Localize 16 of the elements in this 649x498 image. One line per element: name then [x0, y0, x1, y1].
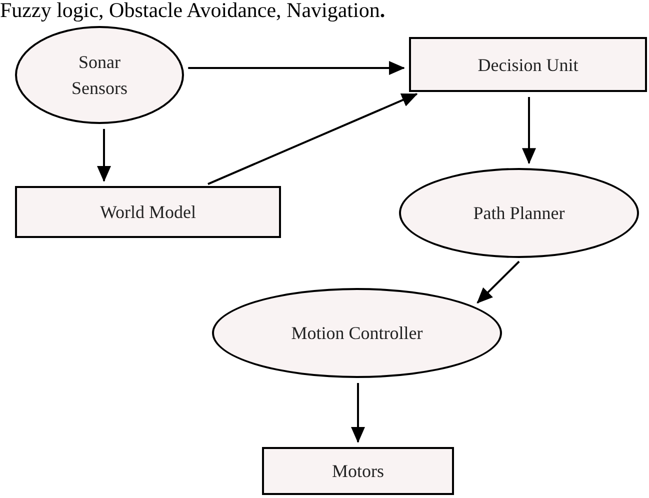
process-box: [15, 186, 281, 238]
arrow: [97, 128, 111, 182]
node-label: Path Planner: [473, 202, 565, 225]
process-box: [262, 447, 454, 495]
process-box: [409, 37, 647, 92]
node-label: World Model: [100, 201, 196, 224]
node-label: Decision Unit: [478, 54, 578, 76]
arrow: [188, 61, 405, 75]
node-label: Motors: [332, 460, 384, 483]
arrow: [208, 93, 418, 185]
node-label: Motion Controller: [291, 322, 423, 345]
arrow: [476, 260, 520, 304]
node-label: Sonar Sensors: [70, 51, 128, 100]
arrow: [351, 383, 365, 443]
arrow: [522, 97, 536, 164]
heading-text: Fuzzy logic, Obstacle Avoidance, Navigation.: [0, 0, 386, 22]
